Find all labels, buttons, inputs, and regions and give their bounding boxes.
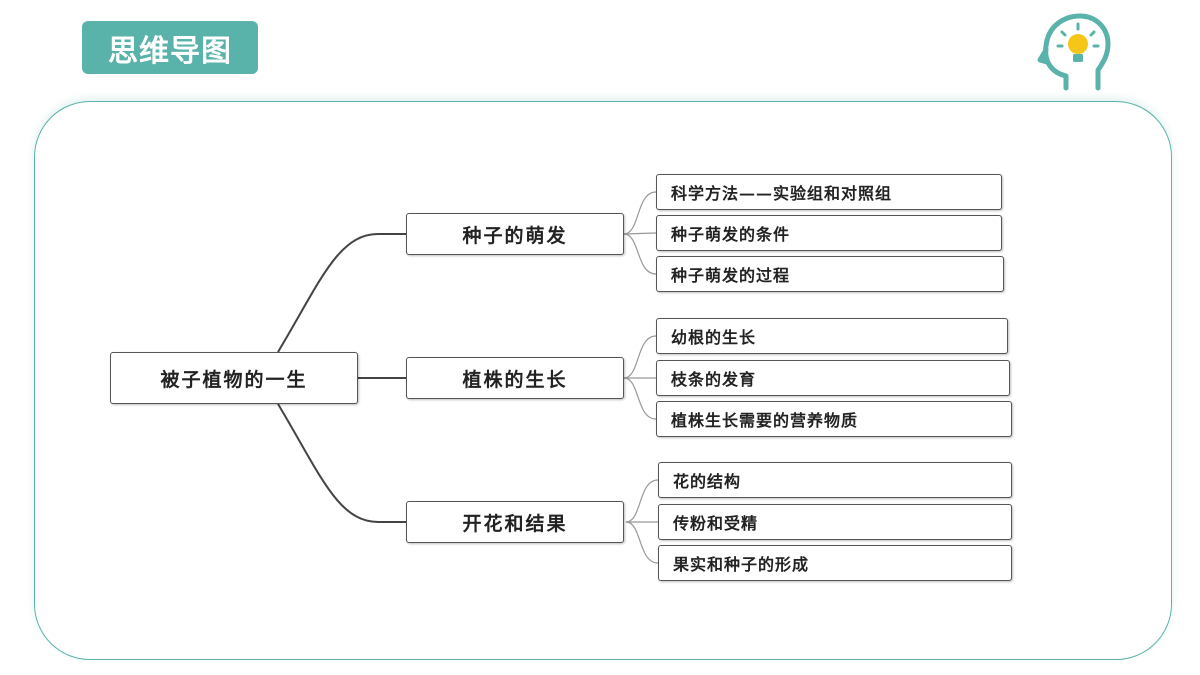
mindmap-leaf-1-1: 科学方法——实验组和对照组 [656,174,1002,210]
mindmap-leaf-1-3: 种子萌发的过程 [656,256,1004,292]
connector-branch-1-leaf-2 [623,232,657,235]
connector-branch-2-leaf-3 [623,377,657,420]
head-lightbulb-icon [1037,13,1111,91]
connector-root-branch-1 [277,233,406,353]
mindmap-leaf-2-2: 枝条的发育 [656,360,1010,396]
connector-branch-2-leaf-1 [623,335,657,379]
mindmap-leaf-1-2: 种子萌发的条件 [656,215,1002,251]
mindmap-branch-3: 开花和结果 [406,501,624,543]
mindmap-branch-1: 种子的萌发 [406,213,624,255]
mindmap-branch-2: 植株的生长 [406,357,624,399]
mindmap-leaf-2-1: 幼根的生长 [656,318,1008,354]
mindmap-leaf-3-2: 传粉和受精 [658,504,1012,540]
connector-branch-1-leaf-3 [623,233,657,275]
page-title: 思维导图 [82,21,258,74]
mindmap-leaf-3-3: 果实和种子的形成 [658,545,1012,581]
mindmap-leaf-2-3: 植株生长需要的营养物质 [656,401,1012,437]
mindmap-leaf-3-1: 花的结构 [658,462,1012,498]
connector-branch-3-leaf-1 [625,479,659,523]
connector-root-branch-3 [277,403,406,523]
connector-branch-3-leaf-3 [625,521,659,564]
mindmap-root-node: 被子植物的一生 [110,352,358,404]
connector-branch-1-leaf-1 [623,191,657,235]
